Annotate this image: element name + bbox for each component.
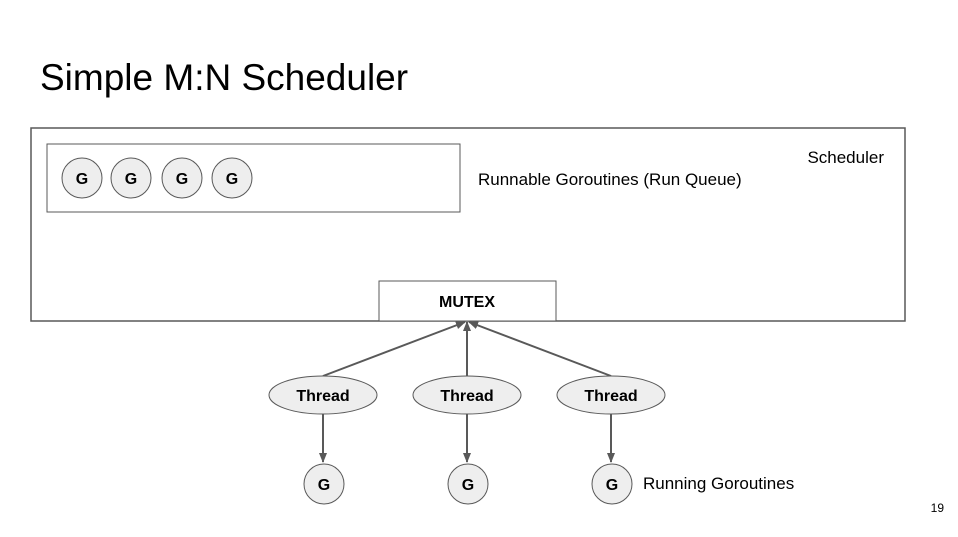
goroutine-label: G <box>176 171 188 188</box>
scheduler-label: Scheduler <box>807 148 884 167</box>
goroutine-label: G <box>318 477 330 494</box>
goroutine-label: G <box>125 171 137 188</box>
queued-goroutine: G <box>211 157 253 199</box>
page-number: 19 <box>930 501 944 515</box>
thread-label: Thread <box>584 388 637 405</box>
thread-label: Thread <box>440 388 493 405</box>
slide-title: Simple M:N Scheduler <box>40 57 409 98</box>
thread-node: Thread <box>556 375 666 415</box>
running-goroutine: G <box>447 463 489 505</box>
thread-node: Thread <box>412 375 522 415</box>
goroutine-label: G <box>606 477 618 494</box>
mutex-box <box>378 280 557 322</box>
running-goroutines-label: Running Goroutines <box>643 474 794 493</box>
goroutine-label: G <box>76 171 88 188</box>
thread-to-mutex-arrow <box>468 321 612 377</box>
goroutine-label: G <box>462 477 474 494</box>
run-queue-label: Runnable Goroutines (Run Queue) <box>478 170 742 189</box>
thread-node: Thread <box>268 375 378 415</box>
goroutine-label: G <box>226 171 238 188</box>
running-goroutine: G <box>591 463 633 505</box>
queued-goroutine: G <box>110 157 152 199</box>
queued-goroutine: G <box>61 157 103 199</box>
run-queue-box <box>46 143 461 213</box>
thread-label: Thread <box>296 388 349 405</box>
running-goroutine: G <box>303 463 345 505</box>
mutex-label: MUTEX <box>439 294 495 311</box>
queued-goroutine: G <box>161 157 203 199</box>
thread-to-mutex-arrow <box>322 321 466 377</box>
